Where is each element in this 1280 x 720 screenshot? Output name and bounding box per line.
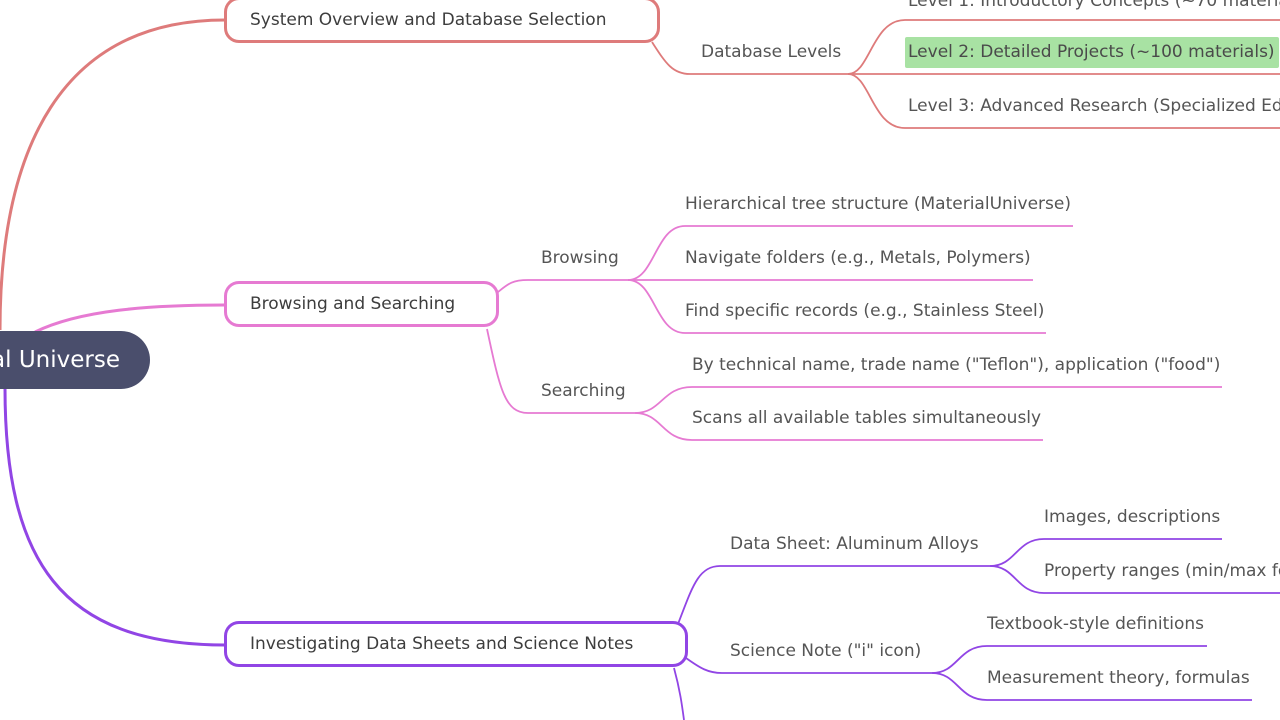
connector-branch3-offscreen [673, 667, 685, 720]
connector-datasheet-leaf1 [989, 538, 1222, 567]
connector-root-branch3 [3, 387, 226, 647]
connector-root-branch1 [0, 18, 226, 331]
node-browsing[interactable]: Browsing [541, 248, 619, 268]
node-textbook-definitions[interactable]: Textbook-style definitions [987, 614, 1204, 634]
root-node[interactable]: Material Universe [0, 331, 150, 389]
connector-root-branch2 [34, 303, 226, 334]
node-database-levels[interactable]: Database Levels [701, 42, 842, 62]
connector-dblevels-level1 [847, 19, 1280, 75]
connector-searching-leaf2 [634, 412, 1043, 441]
branch-system-overview[interactable]: System Overview and Database Selection [224, 0, 660, 43]
connector-datasheet-leaf2 [989, 565, 1280, 594]
node-searching[interactable]: Searching [541, 381, 626, 401]
branch-label: Browsing and Searching [250, 294, 456, 314]
highlight-level-2 [905, 37, 1279, 68]
connector-browsing-leaf1 [627, 225, 1073, 281]
node-measurement-theory[interactable]: Measurement theory, formulas [987, 668, 1250, 688]
connector-sciencenote-leaf2 [931, 672, 1252, 701]
connector-branch2-searching [486, 328, 635, 414]
branch-label: Investigating Data Sheets and Science No… [250, 634, 634, 654]
branch-data-sheets[interactable]: Investigating Data Sheets and Science No… [224, 621, 688, 667]
node-images-descriptions[interactable]: Images, descriptions [1044, 507, 1221, 527]
branch-browsing-searching[interactable]: Browsing and Searching [224, 281, 499, 327]
node-level-1[interactable]: Level 1: Introductory Concepts (~70 mate… [908, 0, 1280, 11]
node-scan-tables[interactable]: Scans all available tables simultaneousl… [692, 408, 1042, 428]
node-data-sheet[interactable]: Data Sheet: Aluminum Alloys [730, 534, 979, 554]
connector-dblevels-level3 [847, 73, 1280, 129]
connector-branch1-dblevels [651, 41, 848, 75]
node-level-3[interactable]: Level 3: Advanced Research (Specialized … [908, 96, 1280, 116]
connector-branch3-sciencenote [685, 657, 932, 674]
node-property-ranges[interactable]: Property ranges (min/max for properties) [1044, 561, 1280, 581]
connector-searching-leaf1 [634, 386, 1222, 414]
root-label: Material Universe [0, 347, 120, 373]
node-level-2[interactable]: Level 2: Detailed Projects (~100 materia… [908, 42, 1275, 62]
node-science-note[interactable]: Science Note ("i" icon) [730, 641, 922, 661]
connector-sciencenote-leaf1 [931, 645, 1207, 674]
node-navigate-folders[interactable]: Navigate folders (e.g., Metals, Polymers… [685, 248, 1031, 268]
node-find-records[interactable]: Find specific records (e.g., Stainless S… [685, 301, 1045, 321]
connector-browsing-leaf3 [627, 279, 1046, 334]
connector-branch3-datasheet [677, 565, 990, 625]
branch-label: System Overview and Database Selection [250, 10, 607, 30]
node-hierarchical-tree[interactable]: Hierarchical tree structure (MaterialUni… [685, 194, 1071, 214]
node-search-by-name[interactable]: By technical name, trade name ("Teflon")… [692, 355, 1221, 375]
connector-branch2-browsing [497, 279, 628, 293]
